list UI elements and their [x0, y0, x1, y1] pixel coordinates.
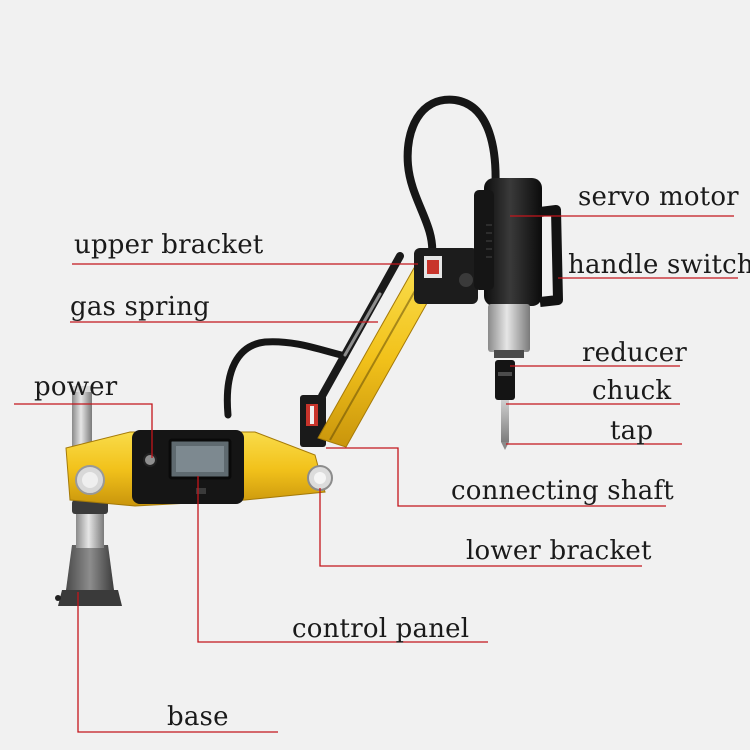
head-block — [414, 248, 478, 304]
label-reducer: reducer — [582, 338, 687, 368]
label-handle-switch: handle switch — [568, 250, 750, 280]
reducer-body — [488, 304, 530, 352]
base-assembly — [55, 500, 122, 606]
leader-control-panel — [197, 476, 488, 643]
label-connecting-shaft: connecting shaft — [451, 476, 674, 506]
label-control-panel: control panel — [292, 614, 470, 644]
label-upper-bracket: upper bracket — [74, 230, 264, 260]
label-tap: tap — [610, 416, 654, 446]
label-gas-spring: gas spring — [70, 292, 210, 322]
lower-cable — [223, 338, 349, 419]
leader-power — [14, 403, 153, 458]
label-lower-bracket: lower bracket — [466, 536, 652, 566]
leader-lower-bracket — [319, 488, 642, 567]
lower-bracket-body — [65, 430, 333, 507]
label-servo-motor: servo motor — [578, 182, 739, 212]
leader-lines — [14, 215, 738, 733]
elbow-block — [300, 395, 326, 447]
chuck-body — [495, 360, 515, 400]
upper-bracket-arm — [317, 252, 441, 448]
leader-base — [77, 592, 278, 733]
label-power: power — [34, 372, 118, 402]
label-chuck: chuck — [592, 376, 672, 406]
vertical-column — [72, 388, 92, 448]
leader-connecting-shaft — [326, 447, 666, 507]
servo-motor-body — [474, 178, 563, 307]
label-base: base — [167, 702, 229, 732]
tap-bit — [501, 400, 509, 442]
motor-cable — [403, 95, 500, 259]
